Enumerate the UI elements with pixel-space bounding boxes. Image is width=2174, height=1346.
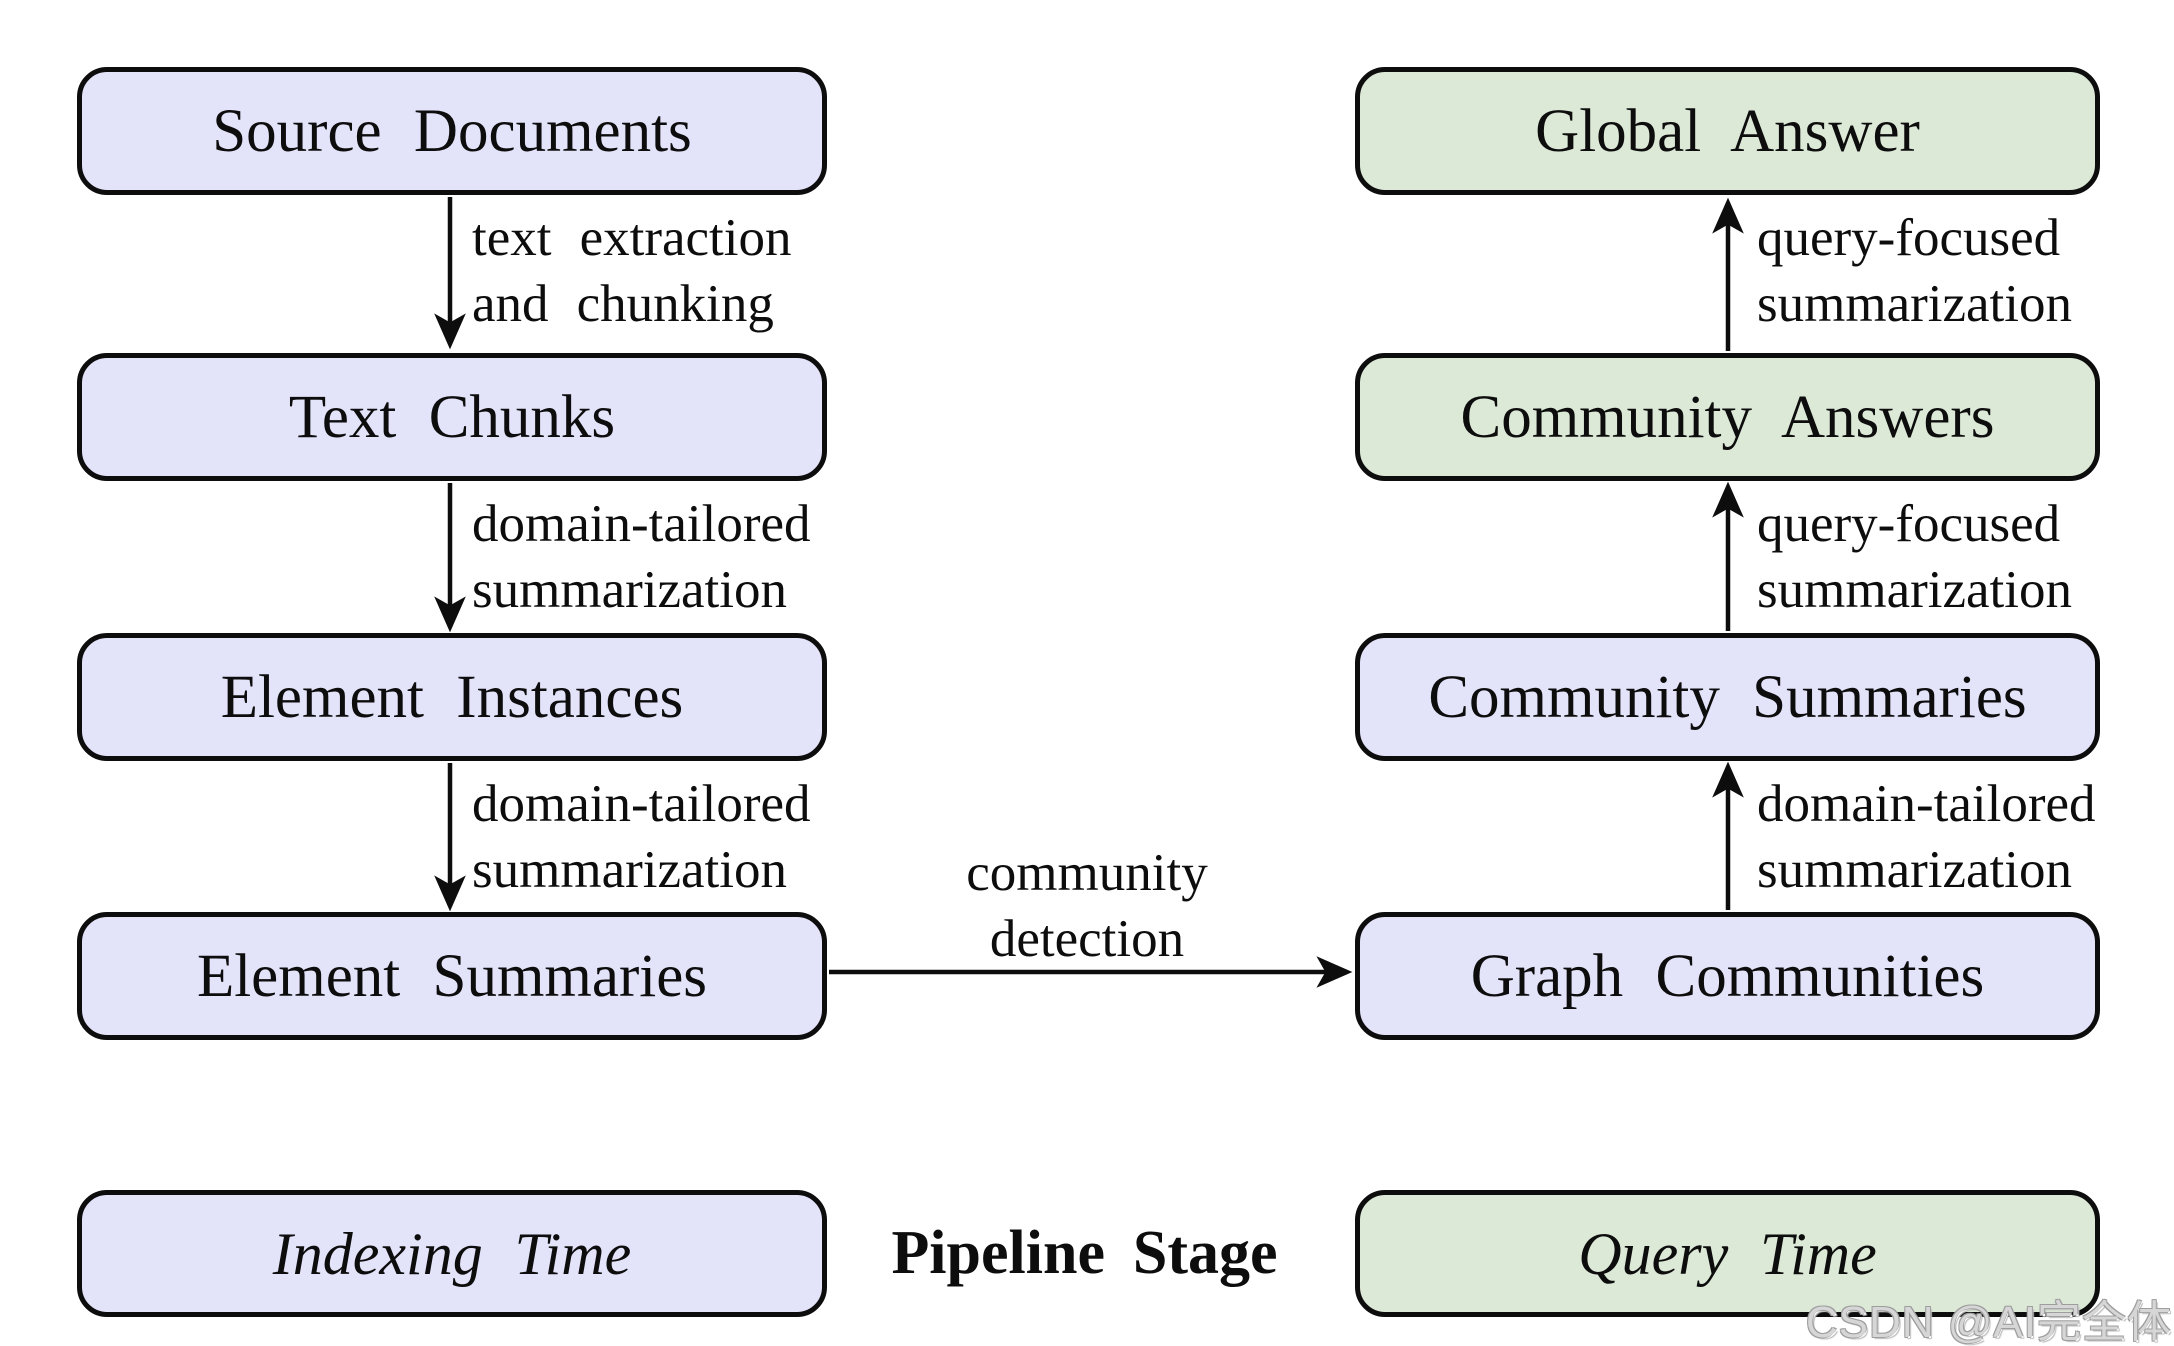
node-global-answer-label: Global Answer bbox=[1535, 97, 1920, 165]
node-element-instances: Element Instances bbox=[77, 633, 827, 761]
node-global-answer: Global Answer bbox=[1355, 67, 2100, 195]
edge-label-domain-summarization-1: domain-tailored summarization bbox=[472, 495, 811, 619]
node-community-summaries: Community Summaries bbox=[1355, 633, 2100, 761]
legend-query-time-label: Query Time bbox=[1578, 1220, 1877, 1287]
node-element-summaries-label: Element Summaries bbox=[196, 942, 708, 1010]
edge-label-domain-summarization-3: domain-tailored summarization bbox=[1757, 775, 2096, 899]
legend-indexing-time: Indexing Time bbox=[77, 1190, 827, 1317]
edge-label-community-detection: community detection bbox=[966, 844, 1208, 968]
legend-query-time: Query Time bbox=[1355, 1190, 2100, 1317]
node-text-chunks: Text Chunks bbox=[77, 353, 827, 481]
node-text-chunks-label: Text Chunks bbox=[288, 383, 616, 451]
node-source-documents: Source Documents bbox=[77, 67, 827, 195]
edge-label-query-summarization-1: query-focused summarization bbox=[1757, 495, 2072, 619]
node-graph-communities: Graph Communities bbox=[1355, 912, 2100, 1040]
node-community-answers: Community Answers bbox=[1355, 353, 2100, 481]
csdn-watermark: CSDN @AI完全体 bbox=[1805, 1298, 2172, 1346]
edge-label-text-extraction: text extraction and chunking bbox=[472, 209, 792, 333]
node-community-summaries-label: Community Summaries bbox=[1428, 663, 2027, 731]
legend-indexing-time-label: Indexing Time bbox=[272, 1220, 632, 1287]
node-source-documents-label: Source Documents bbox=[212, 97, 692, 165]
node-graph-communities-label: Graph Communities bbox=[1470, 942, 1985, 1010]
node-element-instances-label: Element Instances bbox=[220, 663, 684, 731]
legend-pipeline-stage: Pipeline Stage bbox=[891, 1219, 1278, 1287]
edge-label-query-summarization-2: query-focused summarization bbox=[1757, 209, 2072, 333]
edge-label-domain-summarization-2: domain-tailored summarization bbox=[472, 775, 811, 899]
node-element-summaries: Element Summaries bbox=[77, 912, 827, 1040]
node-community-answers-label: Community Answers bbox=[1460, 383, 1995, 451]
